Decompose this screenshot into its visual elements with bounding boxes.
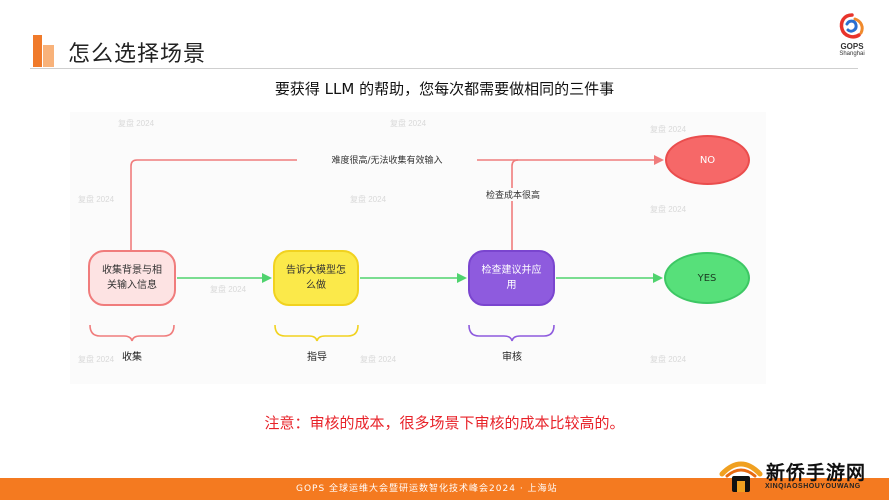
- watermark: 复盘 2024: [360, 355, 397, 364]
- watermark: 复盘 2024: [390, 119, 427, 128]
- edge-label-high-check-cost: 检查成本很高: [468, 188, 558, 201]
- gops-logo-city: Shanghai: [839, 51, 865, 57]
- site-logo: 新侨手游网 XINQIAOSHOUYOUWANG: [718, 452, 883, 500]
- gops-logo: GOPS Shanghai: [830, 12, 874, 64]
- site-logo-name: 新侨手游网: [766, 462, 867, 484]
- watermark: 复盘 2024: [650, 125, 687, 134]
- site-logo-pinyin: XINQIAOSHOUYOUWANG: [765, 483, 861, 490]
- watermark: 复盘 2024: [650, 205, 687, 214]
- watermark: 复盘 2024: [118, 119, 155, 128]
- gops-swirl-icon: [839, 13, 864, 39]
- slide-subtitle: 要获得 LLM 的帮助，您每次都需要做相同的三件事: [274, 80, 615, 98]
- node-check-and-apply: 检查建议并应用: [468, 250, 555, 306]
- node-collect-context: 收集背景与相关输入信息: [88, 250, 176, 306]
- node-yes: YES: [664, 252, 750, 304]
- slide-header: 怎么选择场景 GOPS Shanghai: [0, 0, 889, 80]
- node-no: NO: [665, 135, 750, 185]
- stage-label-review: 审核: [502, 352, 522, 363]
- header-divider: [30, 68, 858, 69]
- slide-title: 怎么选择场景: [68, 42, 207, 67]
- stage-label-collect: 收集: [122, 352, 142, 363]
- gops-logo-text: GOPS: [840, 42, 864, 51]
- watermark: 复盘 2024: [78, 195, 115, 204]
- edge-label-hard-input: 难度很高/无法收集有效输入: [297, 153, 477, 166]
- watermark: 复盘 2024: [650, 355, 687, 364]
- watermark: 复盘 2024: [350, 195, 387, 204]
- watermark: 复盘 2024: [78, 355, 115, 364]
- watermark: 复盘 2024: [210, 285, 247, 294]
- footer-text: GOPS 全球运维大会暨研运数智化技术峰会2024 · 上海站: [296, 484, 558, 494]
- cost-note: 注意：审核的成本，很多场景下审核的成本比较高的。: [264, 414, 625, 432]
- footer-bar: GOPS 全球运维大会暨研运数智化技术峰会2024 · 上海站: [0, 478, 889, 500]
- node-instruct-llm: 告诉大模型怎么做: [273, 250, 359, 306]
- stage-label-guide: 指导: [307, 352, 327, 363]
- site-logo-icon: [719, 461, 763, 492]
- section-accent-icon: [33, 35, 57, 67]
